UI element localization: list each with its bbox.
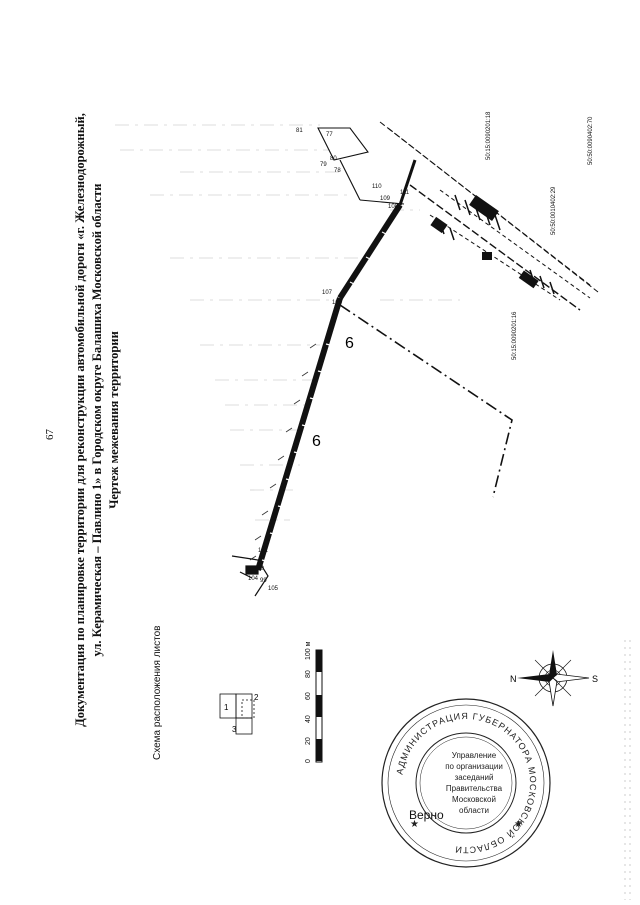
- zone-label-1: 6: [345, 335, 354, 352]
- stamp-line-6: области: [459, 806, 489, 815]
- point-78: 78: [334, 168, 341, 174]
- corner-parcel: [317, 127, 405, 205]
- sheet-2-label: 2: [254, 693, 259, 702]
- stamp-line-2: по организации: [445, 762, 503, 771]
- svg-text:★: ★: [410, 819, 419, 830]
- cadastral-1: 50:15:0090201:16: [512, 311, 518, 360]
- compass-north-label: N: [510, 674, 517, 684]
- scale-tick-20: 20: [305, 737, 312, 745]
- stamp-line-3: заседаний: [455, 773, 494, 782]
- point-79: 79: [320, 162, 327, 168]
- point-81: 81: [296, 128, 303, 134]
- point-104: 104: [248, 576, 259, 582]
- scale-tick-0: 0: [305, 759, 312, 763]
- point-111: 111: [400, 190, 410, 196]
- buildings: [430, 195, 539, 289]
- stamp-line-4: Правительства: [446, 784, 503, 793]
- point-106: 106: [332, 300, 343, 306]
- scale-bar-ticks: 0 20 40 60 80 100 м: [305, 641, 312, 763]
- road-hatching: [261, 231, 391, 563]
- zone-label-2: 6: [312, 433, 321, 450]
- sheet-layout-schema: [219, 693, 255, 735]
- cadastral-2: 50:15:0090201:18: [486, 111, 492, 160]
- point-110: 110: [372, 184, 382, 190]
- scale-tick-60: 60: [305, 692, 312, 700]
- sheet-2-cell: [235, 693, 253, 719]
- point-100: 100: [254, 566, 265, 572]
- cadastral-3: 50:50:0010402:29: [551, 186, 557, 235]
- stamp-center-text: Управление по организации заседаний Прав…: [445, 751, 503, 815]
- scale-bar: [315, 649, 323, 763]
- sheet-3-label: 3: [232, 725, 237, 734]
- point-77: 77: [326, 132, 333, 138]
- point-101: 101: [258, 548, 269, 554]
- point-107: 107: [322, 290, 333, 296]
- road-start-detail: [231, 555, 269, 597]
- scale-tick-40: 40: [305, 715, 312, 723]
- point-105: 105: [268, 586, 279, 592]
- background-lines: [115, 124, 460, 521]
- point-80: 80: [330, 156, 337, 162]
- compass-south-label: S: [592, 674, 598, 684]
- scale-tick-80: 80: [305, 670, 312, 678]
- point-99: 99: [260, 578, 267, 584]
- stamp-line-5: Московской: [452, 795, 496, 804]
- cadastral-4: 50:50:0090402:70: [588, 116, 594, 165]
- verno-signature: Верно: [409, 808, 444, 822]
- railway: [379, 121, 599, 311]
- road-corridor: [255, 159, 417, 571]
- parcel-boundary: [339, 304, 513, 498]
- stamp-line-1: Управление: [452, 751, 497, 760]
- sheet-3-cell: [235, 717, 253, 735]
- road-side-ticks: [249, 343, 317, 561]
- scan-edge-marks: [624, 640, 631, 900]
- point-108: 108: [388, 204, 399, 210]
- scale-tick-100: 100 м: [305, 641, 312, 660]
- sheet-1-label: 1: [224, 703, 229, 712]
- point-labels: 81 77 78 79 80 110 109 108 107 106 101 1…: [248, 128, 410, 592]
- svg-text:★: ★: [514, 819, 523, 830]
- official-stamp-icon: АДМИНИСТРАЦИЯ ГУБЕРНАТОРА МОСКОВСКОЙ ОБЛ…: [381, 698, 551, 868]
- cadastral-numbers: 50:15:0090201:16 50:15:0090201:18 50:50:…: [486, 111, 594, 360]
- point-109: 109: [380, 196, 391, 202]
- compass-rose-icon: [517, 650, 590, 707]
